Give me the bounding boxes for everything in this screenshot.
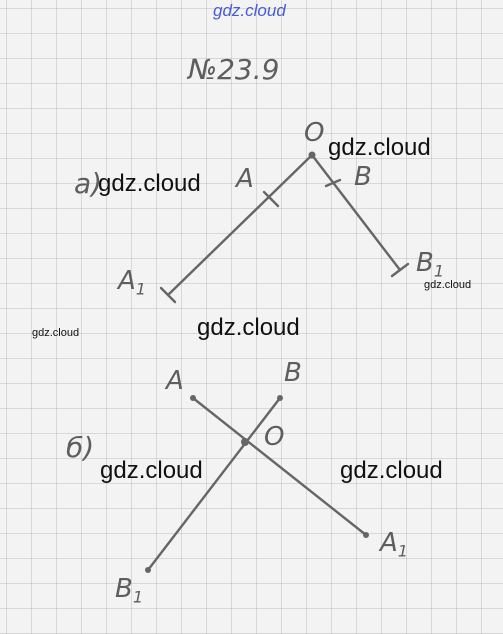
part-b-point-a: A (166, 366, 184, 396)
part-a-label: а) (74, 167, 103, 200)
part-a-point-b1-index: 1 (433, 261, 445, 281)
part-b-point-b1: B1 (115, 576, 143, 606)
part-b-label: б) (66, 431, 95, 464)
part-a-point-a1-letter: A (118, 266, 136, 296)
watermark-near-a: gdz.cloud (98, 170, 201, 197)
ray-ob1 (310, 153, 402, 272)
point-b1-b (145, 567, 151, 573)
point-o-b (241, 438, 249, 446)
tick-a (262, 190, 280, 208)
part-a-point-b: B (354, 162, 372, 192)
ray-oa1 (166, 153, 314, 297)
segment-aa1 (191, 396, 368, 537)
part-b-point-b1-letter: B (115, 574, 133, 604)
part-b-point-a1-letter: A (380, 528, 398, 558)
point-a1-b (363, 532, 369, 538)
point-b-b (277, 395, 283, 401)
watermark-center: gdz.cloud (197, 314, 300, 341)
tick-b1 (390, 262, 410, 278)
part-b-point-b: B (284, 358, 302, 388)
point-o-a (308, 151, 316, 159)
segment-bb1 (146, 396, 282, 572)
problem-number: №23.9 (188, 53, 280, 86)
part-a-point-b1-letter: B (416, 248, 434, 278)
part-b-point-o: O (264, 422, 285, 452)
tick-a1 (159, 286, 177, 304)
part-a-point-b1: B1 (416, 250, 444, 280)
watermark-near-o: gdz.cloud (328, 134, 431, 161)
tick-b (324, 178, 342, 188)
part-a-point-a1: A1 (118, 268, 146, 298)
watermark-near-b1: gdz.cloud (424, 279, 472, 291)
part-b-point-a1-index: 1 (397, 541, 409, 561)
part-a-point-a1-index: 1 (135, 279, 147, 299)
part-a-point-o: O (304, 118, 325, 148)
watermark-left-small: gdz.cloud (32, 327, 80, 339)
watermark-bottom-right: gdz.cloud (340, 457, 443, 484)
watermark-bottom-left: gdz.cloud (100, 457, 203, 484)
part-b-point-b1-index: 1 (132, 587, 144, 607)
part-a-point-a: A (236, 164, 254, 194)
header-watermark: gdz.cloud (213, 1, 286, 20)
part-b-point-a1: A1 (380, 530, 408, 560)
point-a-b (190, 395, 196, 401)
